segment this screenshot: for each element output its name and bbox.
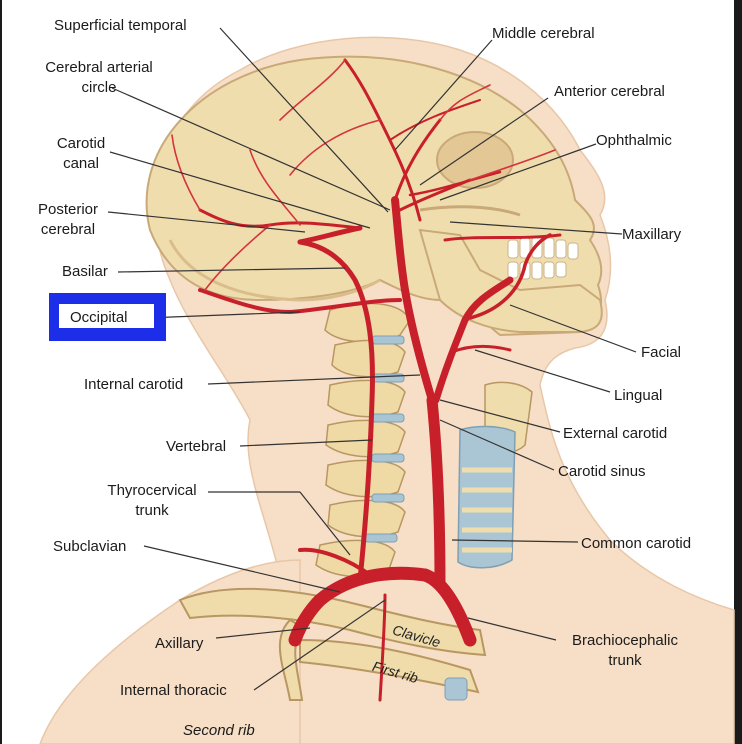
internal-thoracic-artery xyxy=(378,593,387,702)
label-axillary: Axillary xyxy=(155,635,204,652)
costal-cartilage xyxy=(444,677,468,701)
skull-shading xyxy=(168,239,381,302)
label-external-carotid: External carotid xyxy=(563,425,668,442)
label-posterior-cerebral-line2: cerebral xyxy=(40,221,96,238)
external-carotid-artery xyxy=(432,276,514,404)
label-lingual: Lingual xyxy=(614,387,663,404)
intervertebral-discs xyxy=(364,335,405,543)
label-second-rib: Second rib xyxy=(183,722,255,739)
label-brachiocephalic-trunk-line1: Brachiocephalic xyxy=(572,632,678,649)
leader-lines xyxy=(107,27,637,691)
label-internal-thoracic: Internal thoracic xyxy=(120,682,227,699)
label-maxillary: Maxillary xyxy=(622,226,682,243)
zygomatic xyxy=(419,205,521,217)
label-posterior-cerebral-line1: Posterior xyxy=(37,201,99,218)
highlight-inner xyxy=(59,304,154,328)
label-superficial-temporal: Superficial temporal xyxy=(54,17,187,34)
label-brachiocephalic-trunk-line2: trunk xyxy=(608,652,642,669)
thyrocervical-artery xyxy=(298,547,372,577)
label-cerebral-arterial-circle-line1: Cerebral arterial xyxy=(45,59,153,76)
label-facial: Facial xyxy=(641,344,682,361)
label-occipital: Occipital xyxy=(70,309,128,326)
label-middle-cerebral: Middle cerebral xyxy=(492,25,595,42)
label-subclavian: Subclavian xyxy=(53,538,127,555)
clavicle xyxy=(178,587,487,657)
larynx-trachea xyxy=(457,381,533,569)
label-thyrocervical-trunk-line2: trunk xyxy=(135,502,169,519)
label-thyrocervical-trunk-line1: Thyrocervical xyxy=(107,482,197,499)
label-carotid-canal-line1: Carotid xyxy=(56,135,106,152)
mandible xyxy=(418,228,603,333)
label-internal-carotid: Internal carotid xyxy=(84,376,184,393)
lingual-artery xyxy=(450,345,512,354)
middle-cerebral-artery xyxy=(393,118,442,202)
first-rib xyxy=(299,638,480,694)
common-carotid-artery xyxy=(426,394,446,591)
arteries xyxy=(171,58,562,702)
highlight-box xyxy=(49,293,166,341)
label-anterior-cerebral: Anterior cerebral xyxy=(554,83,665,100)
ophthalmic-artery xyxy=(408,170,502,197)
label-basilar: Basilar xyxy=(62,263,108,280)
vertebral-artery xyxy=(297,239,375,583)
label-carotid-sinus: Carotid sinus xyxy=(558,463,646,480)
subclavian-artery xyxy=(288,566,432,647)
label-ophthalmic: Ophthalmic xyxy=(596,132,672,149)
label-cerebral-arterial-circle-line2: circle xyxy=(81,79,117,96)
label-common-carotid: Common carotid xyxy=(581,535,692,552)
facial-artery xyxy=(468,233,552,320)
label-vertebral: Vertebral xyxy=(166,438,227,455)
label-carotid-canal-line2: canal xyxy=(63,155,99,172)
internal-carotid-artery xyxy=(391,196,436,404)
basilar-artery xyxy=(297,225,363,245)
